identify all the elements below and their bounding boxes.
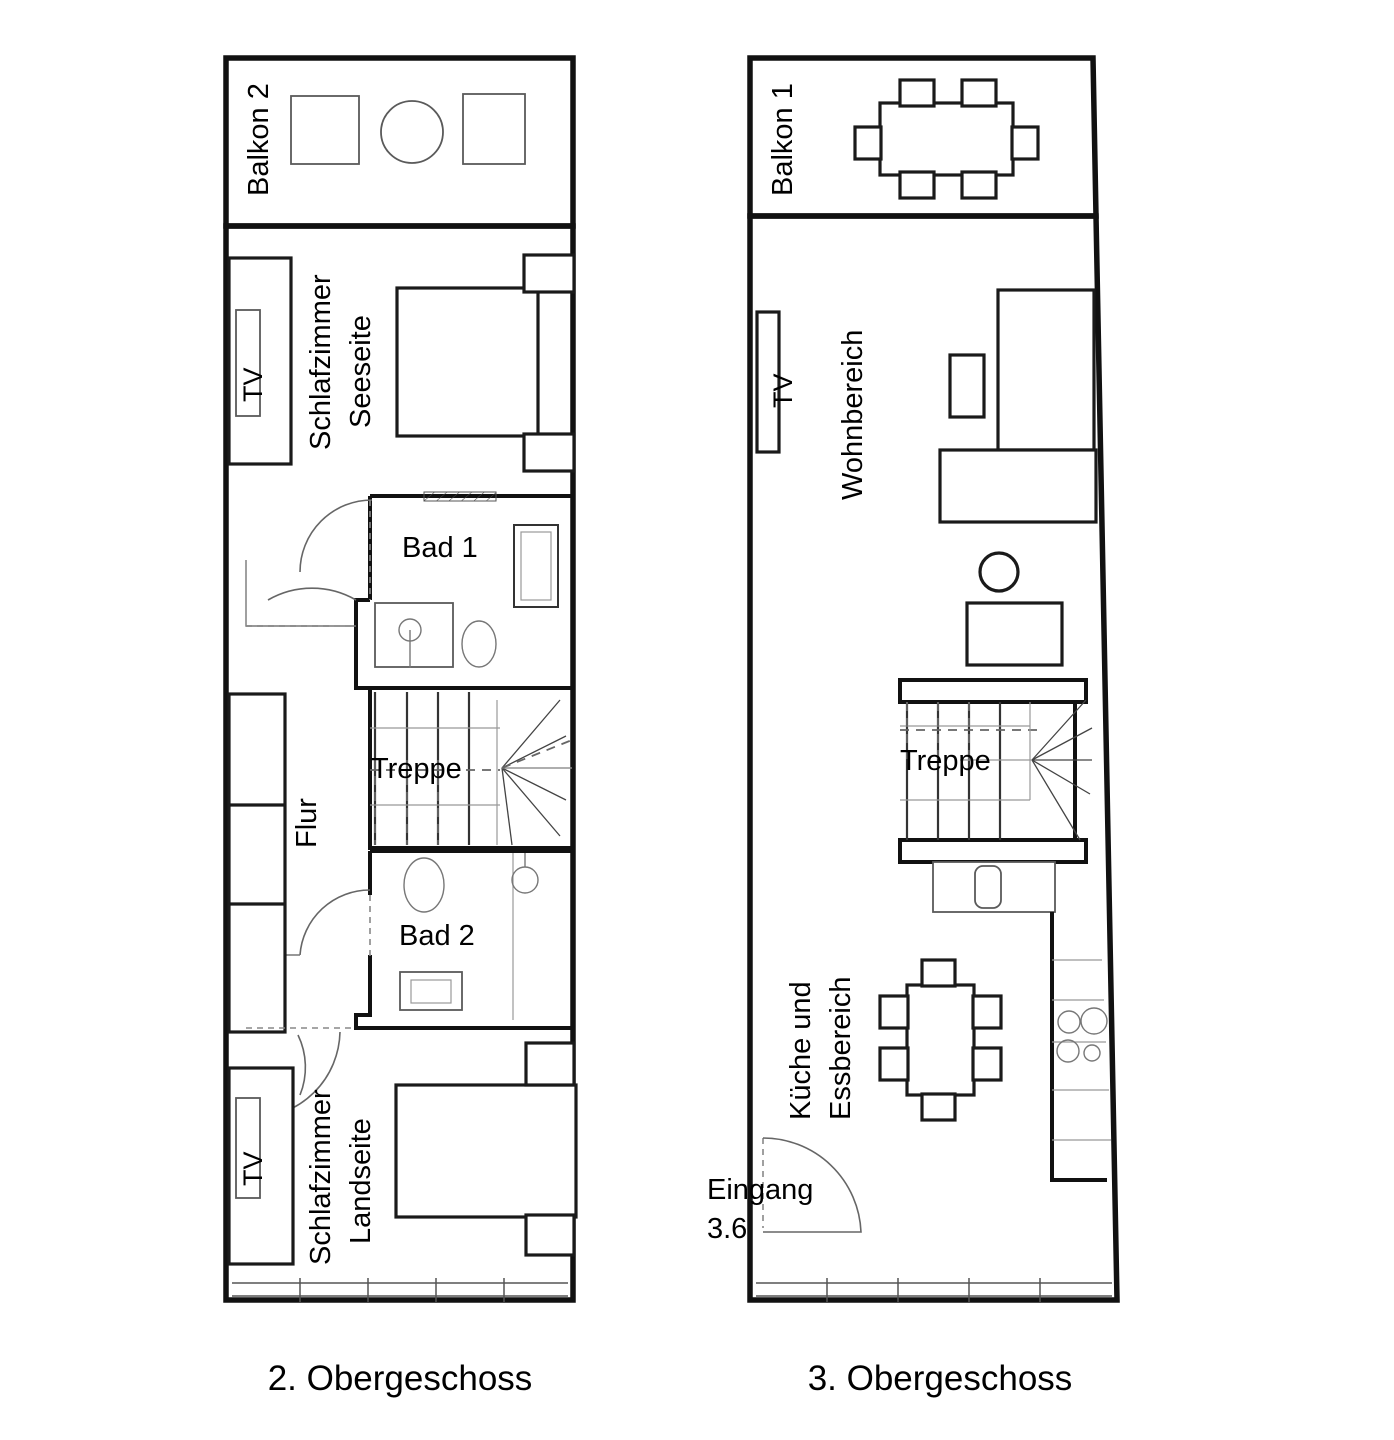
dining-chair-l2: [878, 1046, 910, 1082]
window-band-2og: [232, 1278, 568, 1302]
room-label-wohnbereich: Wohnbereich: [837, 330, 869, 500]
coffee-table: [965, 601, 1064, 667]
room-label-kueche-2: Essbereich: [825, 977, 857, 1120]
plan-3og: Balkon 1 TV Wohnbereich: [707, 55, 1120, 1398]
stair-wall-top: [898, 678, 1088, 704]
room-bad-2: Bad 2: [246, 849, 573, 1030]
toilet-bad1: [461, 620, 497, 668]
room-label-flur: Flur: [291, 798, 323, 848]
balcony-chair-left: [290, 95, 360, 165]
room-label-schlafzimmer-seeseite-1: Schlafzimmer: [305, 274, 337, 450]
stove-burner-3: [1056, 1039, 1080, 1063]
room-label-balkon-1: Balkon 1: [767, 83, 799, 196]
nightstand-seeseite-top: [522, 253, 576, 294]
room-label-bad-2: Bad 2: [399, 920, 475, 952]
room-label-balkon-2: Balkon 2: [243, 83, 275, 196]
dining-chair-top: [920, 958, 957, 988]
dining-chair-r1: [971, 994, 1003, 1030]
balcony-chair-t2: [960, 78, 998, 108]
dining-chair-r2: [971, 1046, 1003, 1082]
room-balkon-1: Balkon 1: [747, 55, 1099, 219]
balcony-chair-right: [462, 93, 526, 165]
toilet-bad2: [403, 857, 445, 913]
room-label-schlafzimmer-landseite-1: Schlafzimmer: [305, 1089, 337, 1265]
bad1-door-swing-2: [267, 587, 357, 601]
hall-cabinet-detail: [974, 865, 1002, 909]
nightstand-landseite-bottom: [524, 1213, 576, 1257]
shower-bad2: [399, 971, 463, 1011]
washbasin-bad2: [511, 866, 539, 894]
balcony-chair-r: [1010, 125, 1040, 161]
stair-wall-bottom: [898, 838, 1088, 864]
dining-chair-bottom: [920, 1092, 957, 1122]
tv-label-seeseite: TV: [238, 367, 268, 402]
room-bad-1: Bad 1: [245, 491, 573, 690]
flur-closet-run: [227, 692, 287, 1034]
room-label-bad-1: Bad 1: [402, 532, 478, 564]
sofa-horizontal: [938, 448, 1098, 524]
bed-seeseite: [395, 286, 540, 438]
dining-chair-l1: [878, 994, 910, 1030]
balcony-chair-b2: [960, 170, 998, 200]
stairs-3og: Treppe: [898, 678, 1093, 913]
bad2-door-swing: [299, 889, 371, 956]
balcony-chair-l: [853, 125, 883, 161]
tv-wohnbereich-unit: [755, 310, 781, 454]
nightstand-seeseite-bottom: [522, 432, 576, 473]
bad1-door-swing: [299, 499, 373, 573]
room-flur: Flur: [227, 625, 356, 1034]
side-table-wohnbereich: [948, 353, 986, 419]
balcony-dining-table: [878, 101, 1015, 177]
dining-table: [905, 983, 976, 1097]
apartment-outline-2og: [223, 223, 576, 1303]
bed-landseite: [394, 1083, 578, 1219]
stove-burner-1: [1057, 1010, 1081, 1034]
floor-lamp: [978, 551, 1020, 593]
room-label-treppe-2og: Treppe: [371, 753, 462, 785]
room-label-schlafzimmer-seeseite-2: Seeseite: [345, 315, 377, 428]
stove-burner-2: [1080, 1007, 1108, 1035]
stove-burner-4: [1083, 1044, 1101, 1062]
room-kueche-essbereich: Küche und Essbereich: [785, 912, 1111, 1182]
entrance-eingang: Eingang 3.6: [707, 1137, 862, 1245]
vanity-bad1: [374, 602, 454, 668]
plan-caption-3og: 3. Obergeschoss: [808, 1359, 1073, 1398]
bad1-wall-opening: [423, 491, 497, 502]
balcony-chair-b1: [898, 170, 936, 200]
room-balkon-2: Balkon 2: [223, 55, 576, 229]
landseite-door-swing: [297, 1034, 307, 1096]
balcony-table-round: [380, 100, 444, 164]
room-label-schlafzimmer-landseite-2: Landseite: [345, 1118, 377, 1244]
entrance-door-swing: [762, 1137, 862, 1233]
room-label-kueche-1: Küche und: [785, 981, 817, 1120]
nightstand-landseite-top: [524, 1041, 576, 1087]
tv-seeseite-unit: [235, 309, 261, 417]
entrance-label-line2: 3.6: [707, 1213, 747, 1245]
tv-landseite-unit: [235, 1097, 261, 1199]
tv-label-landseite: TV: [238, 1151, 268, 1186]
sofa-vertical: [996, 288, 1096, 452]
tv-label-wohnbereich: TV: [768, 373, 798, 408]
room-schlafzimmer-seeseite: TV Schlafzimmer Seeseite: [227, 253, 576, 473]
window-band-3og: [756, 1278, 1112, 1302]
apartment-outline-3og: [747, 213, 1120, 1303]
room-schlafzimmer-landseite: TV Schlafzimmer Landseite: [227, 1031, 578, 1266]
entrance-label-line1: Eingang: [707, 1174, 813, 1206]
plan-caption-2og: 2. Obergeschoss: [268, 1359, 533, 1398]
balcony-chair-t1: [898, 78, 936, 108]
room-wohnbereich: TV Wohnbereich: [755, 288, 1098, 667]
plan-2og: Balkon 2 TV Schlafzimmer Seeseite: [223, 55, 578, 1398]
room-label-treppe-3og: Treppe: [900, 745, 991, 777]
stairs-2og: Treppe: [368, 686, 575, 850]
